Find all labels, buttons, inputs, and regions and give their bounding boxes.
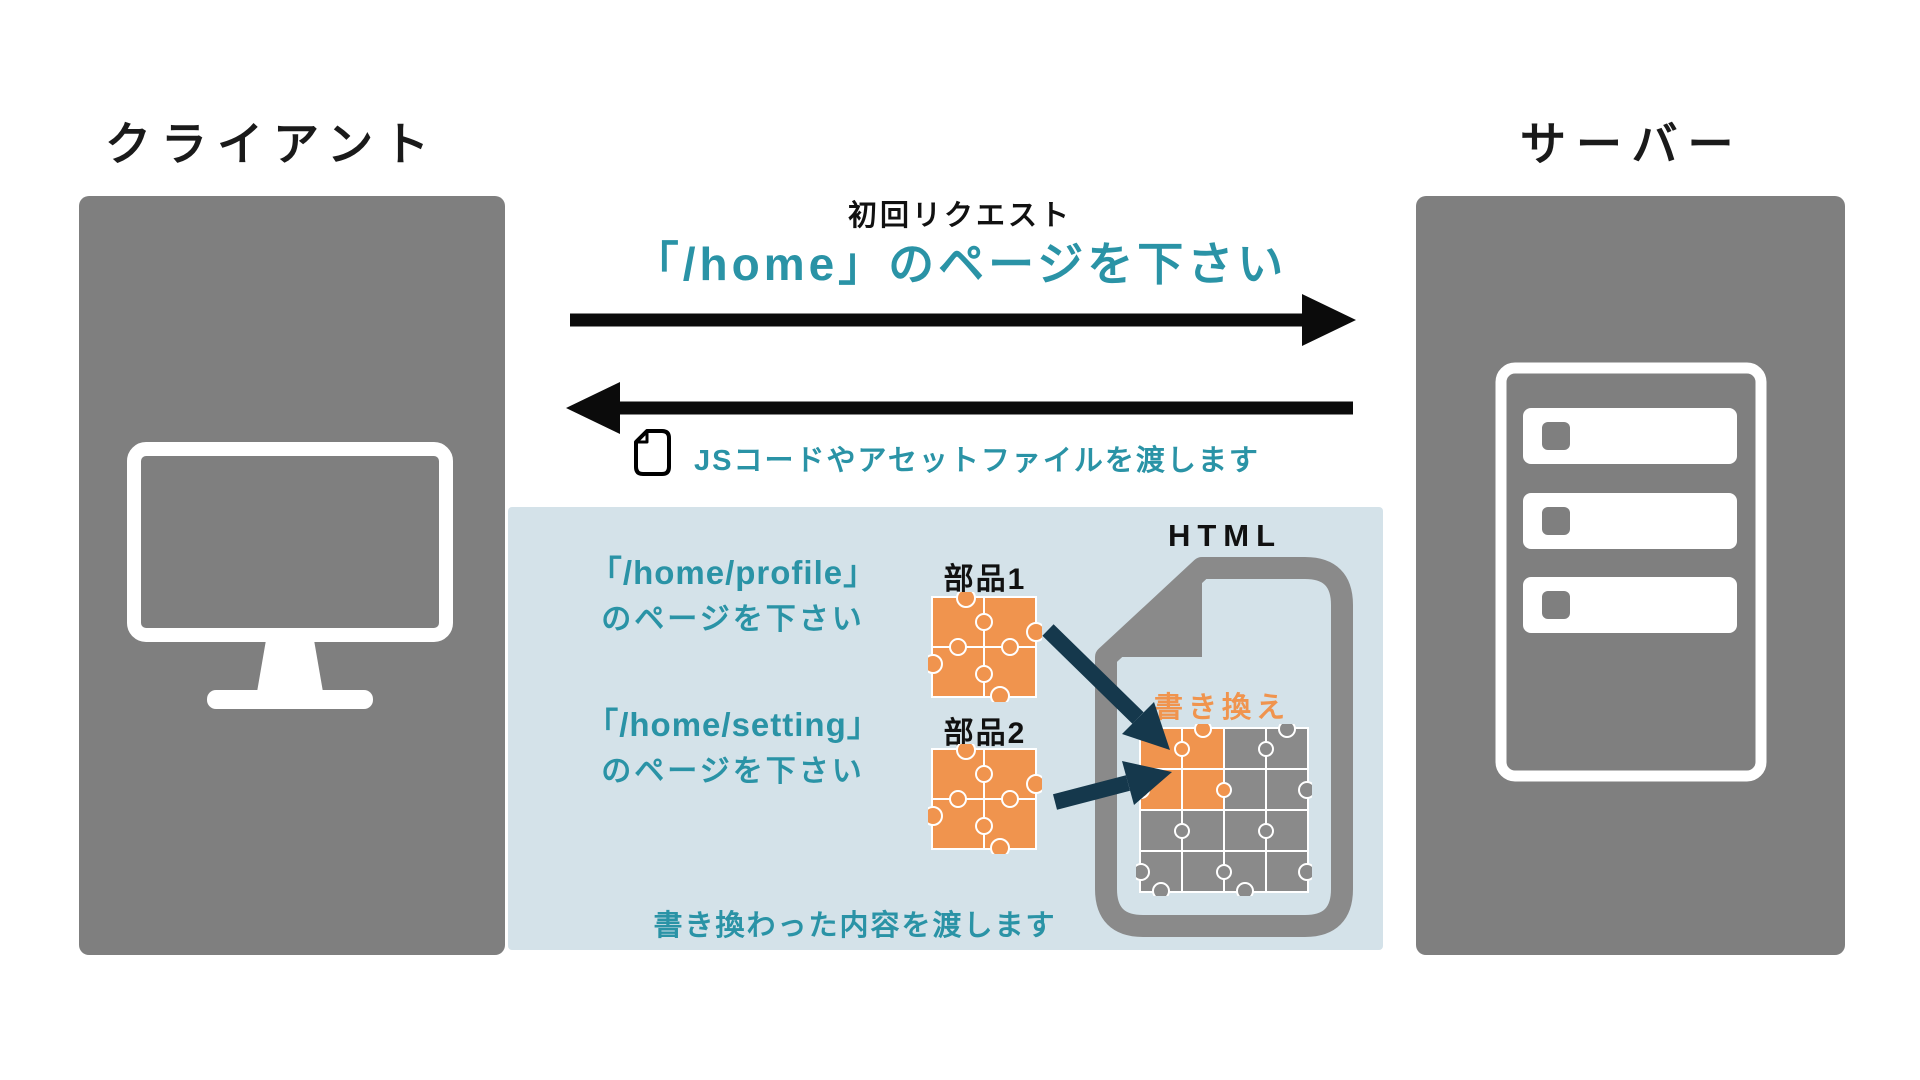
profile-request-text: 「/home/profile」 のページを下さい: [528, 546, 938, 638]
puzzle-part2-icon: [928, 744, 1042, 854]
server-slot-2: [1523, 493, 1737, 549]
file-icon: [634, 429, 671, 476]
server-title: サーバー: [1520, 118, 1744, 170]
server-slot-1: [1523, 408, 1737, 464]
profile-request-line1: 「/home/profile」: [588, 554, 878, 591]
setting-request-line2: のページを下さい: [601, 755, 865, 788]
insert-part1-arrow: [1042, 624, 1170, 750]
folded-corner: [1106, 568, 1202, 657]
rewritten-response-message: 書き換わった内容を渡します: [653, 910, 1057, 942]
server-box: [1416, 196, 1845, 955]
initial-response-message: JSコードやアセットファイルを渡します: [694, 445, 1260, 477]
setting-request-text: 「/home/setting」 のページを下さい: [528, 698, 938, 790]
html-label: HTML: [1167, 518, 1283, 553]
initial-request-message: 「/home」のページを下さい: [632, 238, 1288, 290]
client-title: クライアント: [105, 118, 440, 170]
server-slot-3: [1523, 577, 1737, 633]
puzzle-part1-icon: [928, 592, 1042, 702]
part1-label: 部品1: [943, 563, 1027, 596]
html-document-icon: [1095, 557, 1353, 937]
initial-response-arrow: [566, 382, 1353, 434]
initial-request-arrow: [570, 294, 1356, 346]
profile-request-line2: のページを下さい: [601, 603, 865, 636]
setting-request-line1: 「/home/setting」: [585, 706, 881, 743]
initial-request-caption: 初回リクエスト: [847, 200, 1072, 232]
monitor-icon: [127, 442, 453, 709]
rewrite-label: 書き換え: [1153, 692, 1290, 724]
server-icon: [1495, 362, 1767, 782]
insert-part2-arrow: [1052, 761, 1172, 810]
part2-label: 部品2: [943, 717, 1027, 750]
client-box: [79, 196, 505, 955]
